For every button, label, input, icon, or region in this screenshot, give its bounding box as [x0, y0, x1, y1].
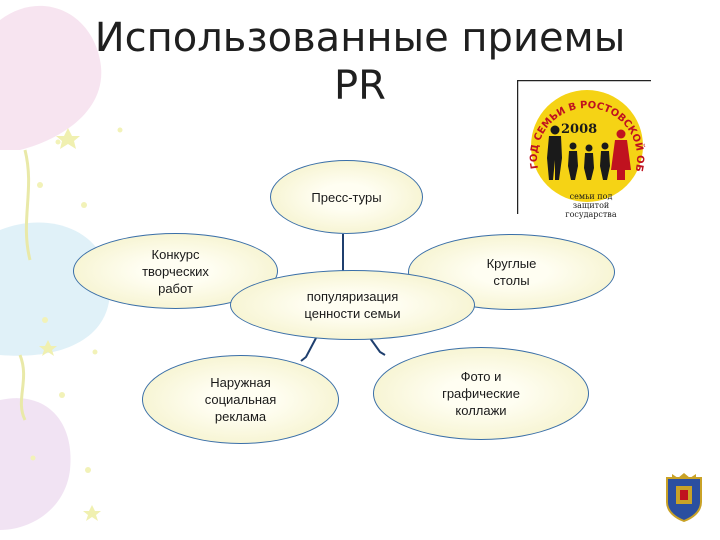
node-center-line-2: ценности семьи	[304, 306, 401, 321]
title-line-1: Использованные приемы	[94, 15, 626, 61]
coat-of-arms-icon	[666, 473, 702, 522]
logo-caption-line-1: семьи под защитой	[569, 192, 613, 210]
node-outdoor-ads-line-2: социальная	[204, 392, 277, 407]
node-contest-line-2: творческих	[142, 263, 209, 279]
node-photo-collages-line-2: графические	[442, 386, 520, 401]
node-contest-line-1: Конкурс	[151, 246, 200, 262]
node-center-line-1: популяризация	[306, 289, 399, 304]
connector-photo-collages	[369, 337, 386, 356]
title-line-2: PR	[334, 63, 386, 109]
node-photo-collages-line-1: Фото и	[460, 369, 502, 384]
node-contest-line-3: работ	[158, 280, 193, 296]
node-outdoor-ads-line-3: реклама	[214, 409, 267, 424]
node-contest-label: Конкурс творческих работ	[142, 246, 209, 297]
logo-caption-line-2: государства	[565, 210, 617, 219]
node-round-tables-line-1: Круглые	[486, 256, 537, 271]
node-outdoor-ads-line-1: Наружная	[210, 375, 271, 390]
logo-emblem: ГОД СЕМЬИ В РОСТОВСКОЙ ОБЛАСТИ	[517, 80, 651, 214]
node-photo-collages: Фото и графические коллажи	[373, 347, 589, 440]
node-photo-collages-label: Фото и графические коллажи	[442, 368, 520, 419]
logo-year: 2008	[561, 122, 598, 137]
node-round-tables-line-2: столы	[493, 273, 530, 288]
node-center-label: популяризация ценности семьи	[304, 288, 400, 322]
node-outdoor-ads: Наружная социальная реклама	[142, 355, 339, 444]
node-press-tours-label: Пресс-туры	[311, 189, 381, 206]
node-center-family-values: популяризация ценности семьи	[230, 270, 475, 340]
year-of-family-logo: ГОД СЕМЬИ В РОСТОВСКОЙ ОБЛАСТИ 2008 семь…	[517, 80, 651, 219]
node-photo-collages-line-3: коллажи	[455, 403, 507, 418]
slide-title: Использованные приемы PR	[60, 14, 660, 110]
family-silhouette-icon	[547, 125, 610, 180]
node-press-tours: Пресс-туры	[270, 160, 423, 234]
node-round-tables-label: Круглые столы	[487, 255, 537, 289]
logo-caption: семьи под защитой государства	[551, 192, 631, 219]
connector-outdoor-ads	[300, 337, 317, 362]
node-press-tours-line-1: Пресс-туры	[311, 189, 382, 205]
node-outdoor-ads-label: Наружная социальная реклама	[205, 374, 277, 425]
node-contest: Конкурс творческих работ	[73, 233, 278, 309]
